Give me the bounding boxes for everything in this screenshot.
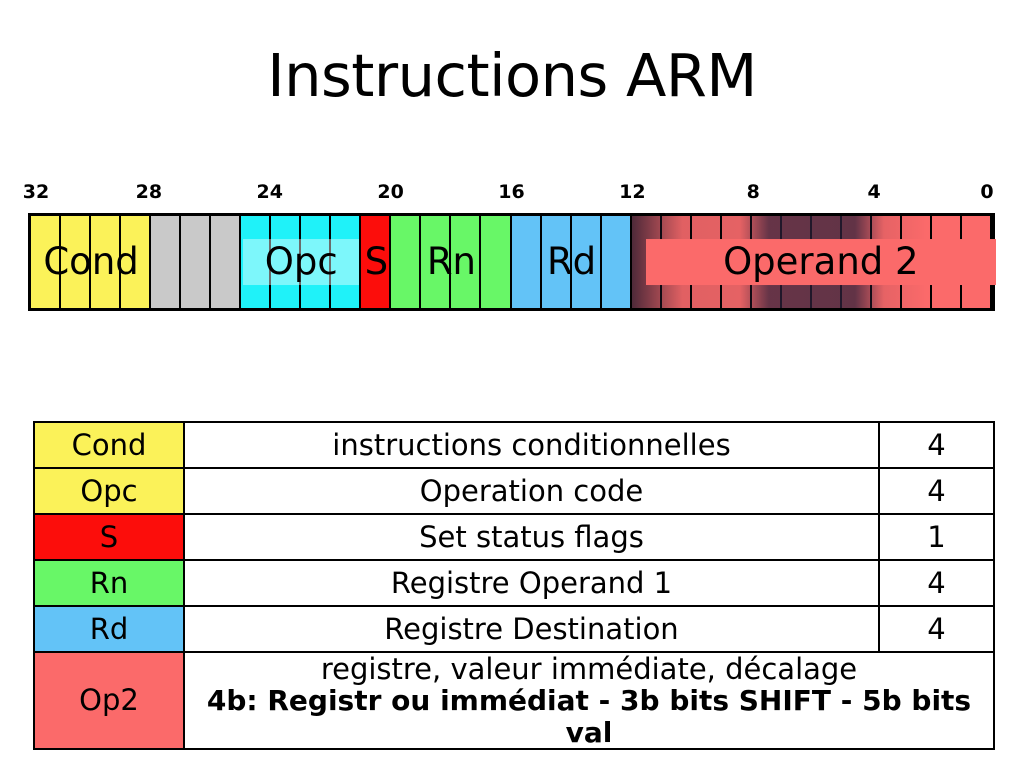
bit-cell (91, 216, 122, 308)
page-title: Instructions ARM (267, 41, 757, 110)
field-swatch-s: S (33, 513, 185, 561)
bit-ruler: 32 28 24 20 16 12 8 4 0 (23, 181, 995, 207)
field-bit-count: 1 (878, 513, 995, 561)
bit-cell (481, 216, 512, 308)
ruler-tick-28: 28 (135, 181, 163, 203)
bit-cell (811, 216, 842, 308)
bit-cell (511, 216, 542, 308)
bit-cell (391, 216, 422, 308)
bit-cell (661, 216, 692, 308)
bit-cell (871, 216, 902, 308)
bit-cell (571, 216, 602, 308)
bit-cell (271, 216, 302, 308)
bit-cell (541, 216, 572, 308)
bit-cell (961, 216, 992, 308)
bit-cell (181, 216, 212, 308)
bit-cell (151, 216, 182, 308)
bit-cell (421, 216, 452, 308)
bit-cell (751, 216, 782, 308)
field-description: instructions conditionnelles (183, 421, 880, 469)
field-swatch-rd: Rd (33, 605, 185, 653)
ruler-tick-8: 8 (746, 181, 760, 203)
bit-cell (121, 216, 152, 308)
field-bit-count: 4 (878, 559, 995, 607)
bit-cell (361, 216, 392, 308)
bit-cell (211, 216, 242, 308)
bit-cell (31, 216, 62, 308)
ruler-tick-20: 20 (377, 181, 404, 203)
bit-cell (841, 216, 872, 308)
ruler-tick-32: 32 (22, 181, 50, 203)
field-bit-count: 4 (878, 467, 995, 515)
ruler-tick-4: 4 (867, 181, 881, 203)
bit-cell (901, 216, 932, 308)
bit-cell (631, 216, 662, 308)
bit-cell (601, 216, 632, 308)
ruler-tick-0: 0 (980, 181, 994, 203)
bit-cell (241, 216, 272, 308)
field-description: Operation code (183, 467, 880, 515)
ruler-tick-12: 12 (619, 181, 646, 203)
bit-cell (781, 216, 812, 308)
field-swatch-opc: Opc (33, 467, 185, 515)
bit-cell (721, 216, 752, 308)
field-swatch-op2: Op2 (33, 650, 185, 751)
field-swatch-rn: Rn (33, 559, 185, 607)
field-bit-count: 4 (878, 421, 995, 469)
bit-cell (931, 216, 962, 308)
ruler-tick-16: 16 (498, 181, 525, 203)
bit-cell (301, 216, 332, 308)
ruler-tick-24: 24 (256, 181, 283, 203)
field-description: Set status flags (183, 513, 880, 561)
bit-cell (451, 216, 482, 308)
field-description-line1: registre, valeur immédiate, décalage (320, 652, 858, 686)
bit-cell (61, 216, 92, 308)
field-description: Registre Operand 1 (183, 559, 880, 607)
field-swatch-cond: Cond (33, 421, 185, 469)
bit-cell (331, 216, 362, 308)
field-description: Registre Destination (183, 605, 880, 653)
field-bit-count: 4 (878, 605, 995, 653)
field-description-line2: 4b: Registr ou immédiat - 3b bits SHIFT … (206, 684, 972, 749)
bit-cell (691, 216, 722, 308)
